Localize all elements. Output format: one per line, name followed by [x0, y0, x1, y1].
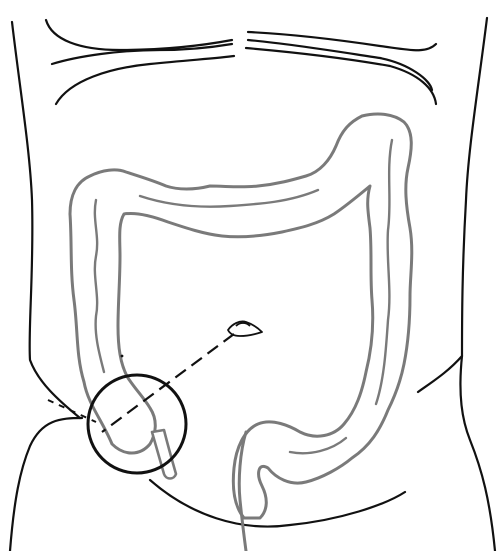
rib-line-right-middle: [248, 40, 432, 90]
rib-line-left-middle: [52, 44, 232, 64]
rib-line-right-lower: [246, 48, 436, 104]
appendix-shape: [152, 430, 176, 479]
navel-fold: [236, 323, 250, 326]
large-intestine: [70, 114, 412, 551]
left-waist-to-pubis-line: [10, 418, 82, 551]
appendix: [152, 430, 176, 479]
right-waist-line: [460, 356, 495, 551]
marker-dot: [121, 355, 124, 358]
right-flank-line: [418, 18, 487, 392]
rib-line-left-lower: [56, 56, 234, 104]
lower-abdomen-curve: [150, 480, 405, 527]
ribcage-lines: [46, 20, 436, 104]
rib-line-left-upper: [46, 20, 232, 50]
rib-line-right-upper: [248, 32, 436, 50]
